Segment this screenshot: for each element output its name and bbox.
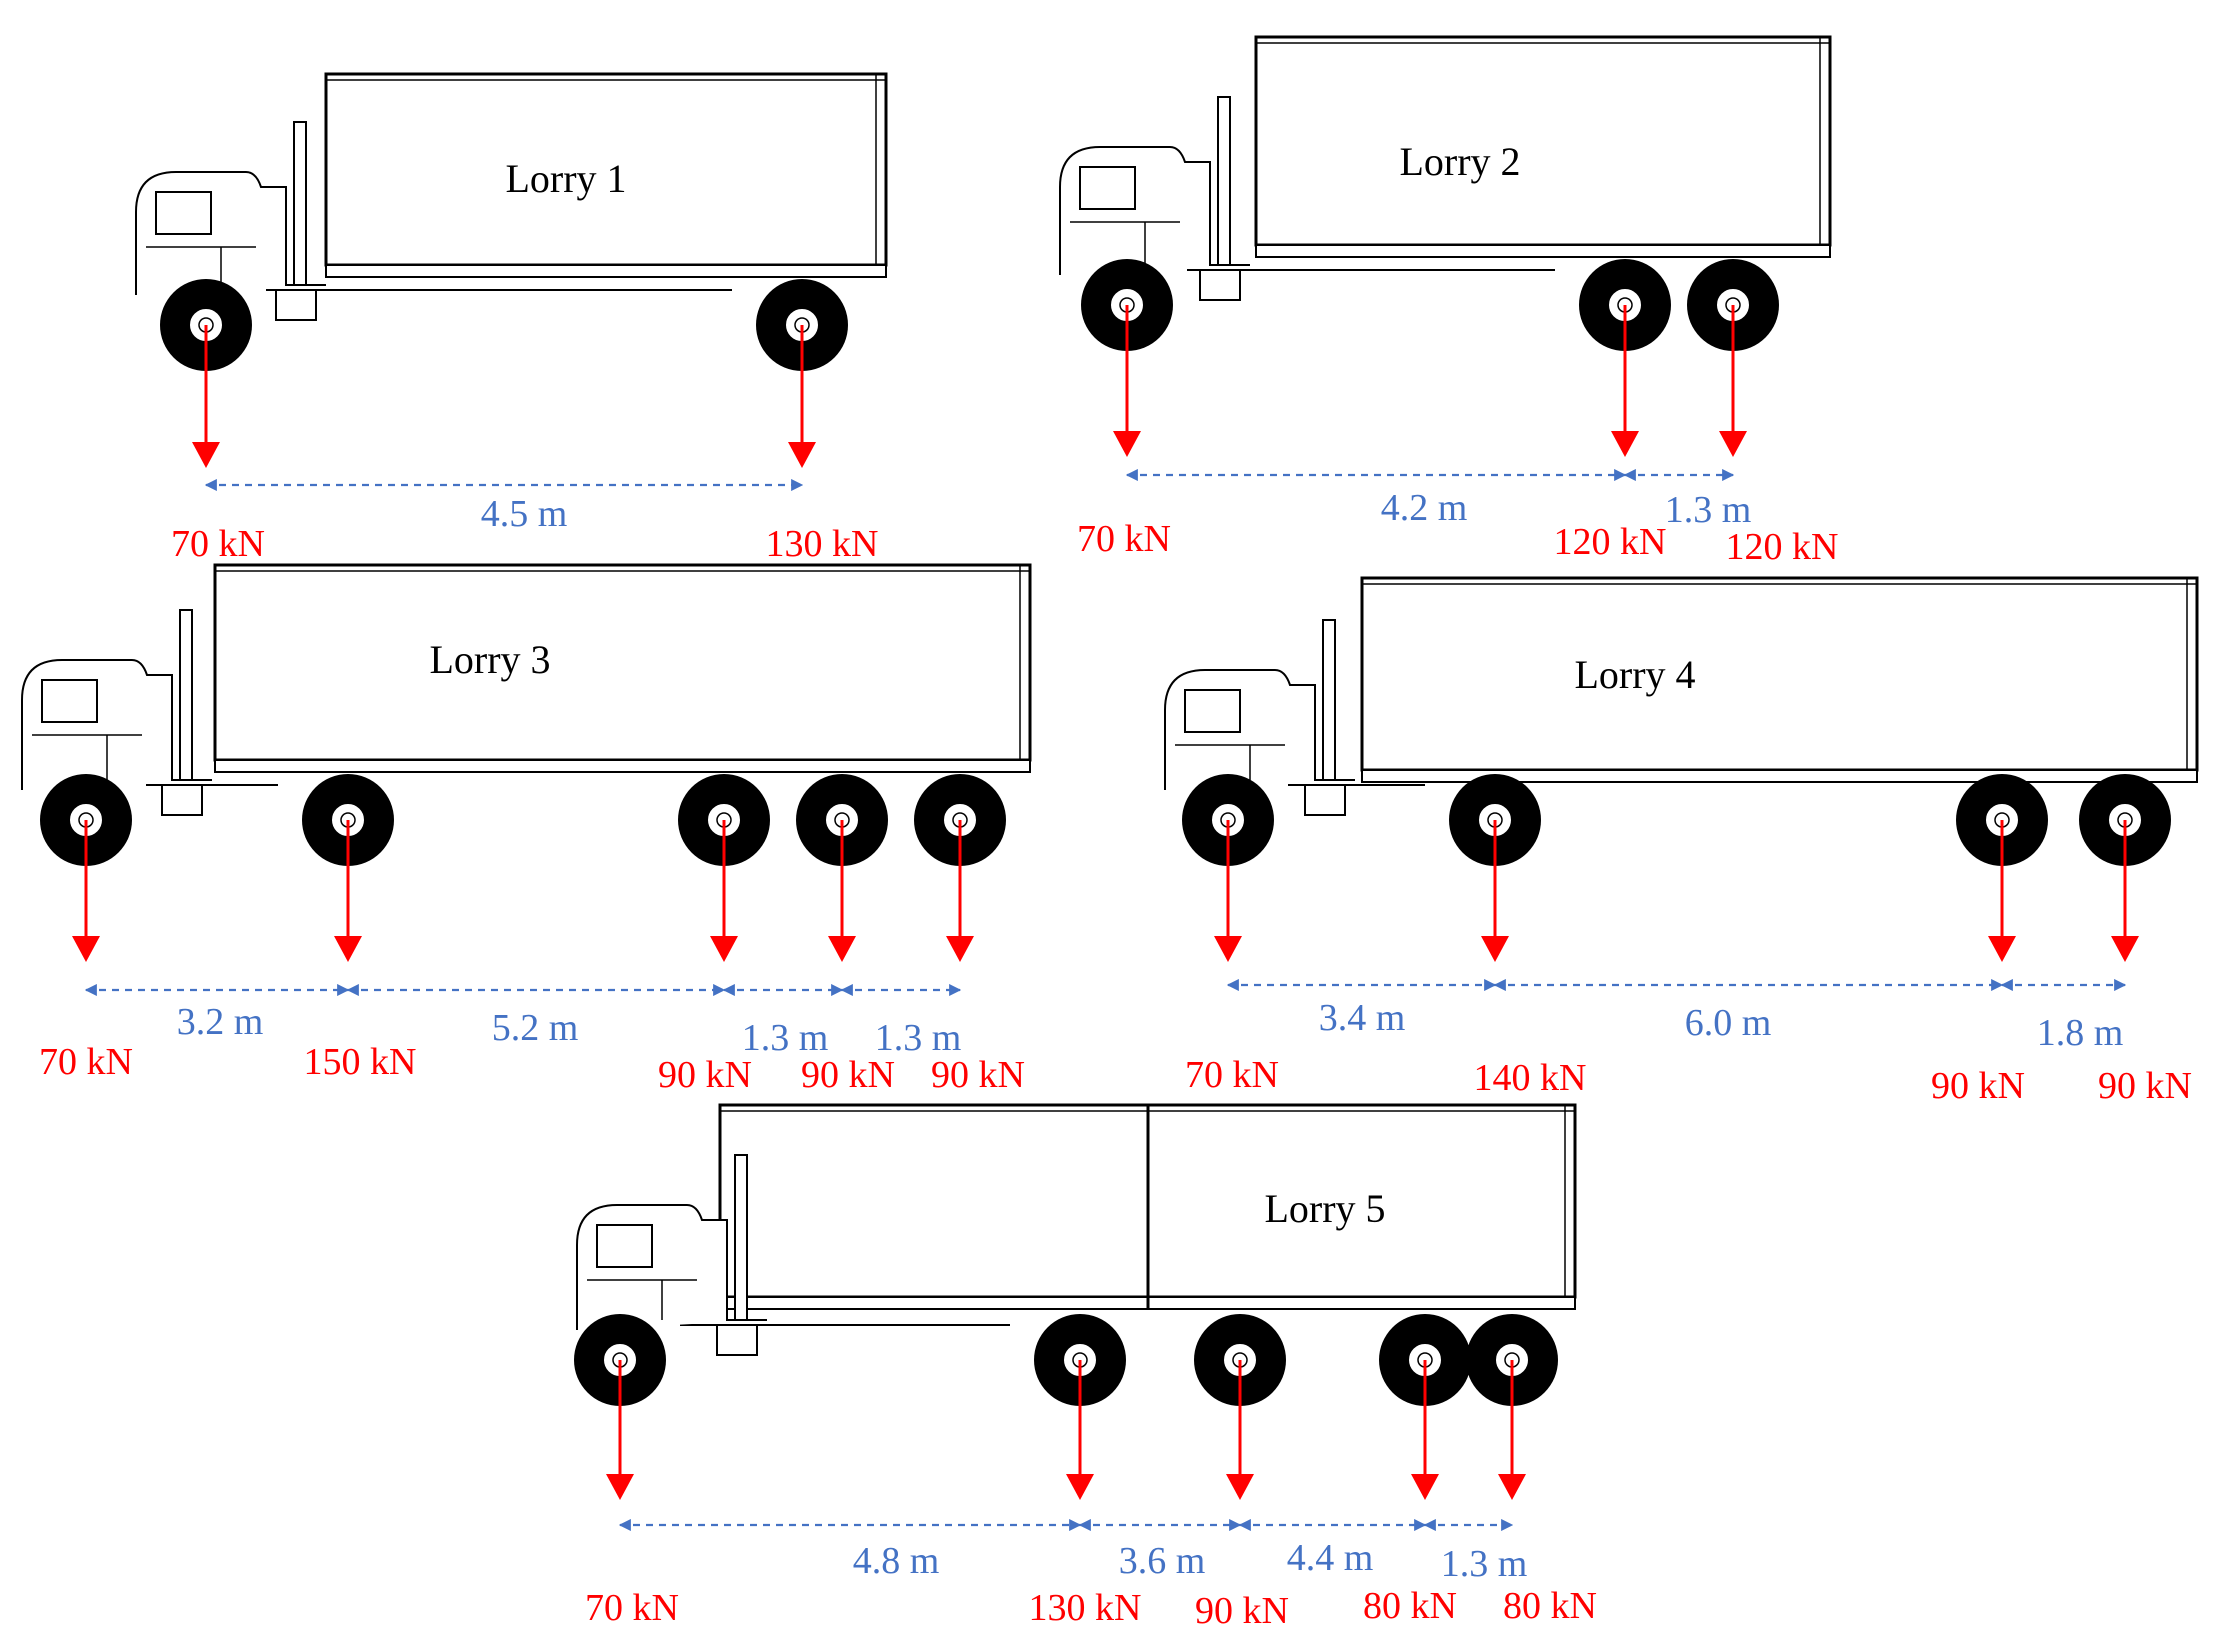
lorry-5: Lorry 5 70 kN 130 kN 90 kN 80 kN 80 kN 4.8 m 3.… <box>574 1103 1597 1632</box>
axle-load-label: 80 kN <box>1363 1585 1457 1627</box>
axle-load-label: 150 kN <box>304 1041 417 1083</box>
axle-load-label: 70 kN <box>585 1587 679 1629</box>
load-arrow-head <box>1411 1474 1439 1500</box>
axle-spacing-label: 4.2 m <box>1381 487 1468 529</box>
cab-outline <box>21 659 212 790</box>
axle-load-label: 90 kN <box>1931 1065 2025 1107</box>
load-arrow-head <box>1226 1474 1254 1500</box>
fuel-tank <box>1304 784 1346 816</box>
axle-spacing-label: 4.5 m <box>481 493 568 535</box>
fuel-tank <box>275 289 317 321</box>
axle-load-label: 80 kN <box>1503 1585 1597 1627</box>
axle-load-label: 70 kN <box>171 523 265 565</box>
axle-load-label: 70 kN <box>1185 1054 1279 1096</box>
cab-outline <box>1059 146 1250 275</box>
cargo-box <box>1254 35 1832 247</box>
cab-outline <box>1164 669 1355 790</box>
axle-spacing-label: 1.3 m <box>1665 489 1752 531</box>
lorry-3: Lorry 3 70 kN 150 kN 90 kN 90 kN 90 kN 3.2 m 5.… <box>21 563 1032 1096</box>
load-arrow-head <box>1113 431 1141 457</box>
cab-outline <box>135 171 326 295</box>
cab-window <box>1079 166 1136 210</box>
cab-window <box>155 191 212 235</box>
axle-load-label: 70 kN <box>39 1041 133 1083</box>
axle-spacing-label: 4.4 m <box>1287 1537 1374 1579</box>
axle-load-label: 90 kN <box>1195 1590 1289 1632</box>
lorry-title: Lorry 5 <box>1264 1186 1385 1231</box>
load-arrow-head <box>606 1474 634 1500</box>
exhaust-stack <box>293 121 307 286</box>
axle-load-label: 120 kN <box>1726 526 1839 568</box>
lorry-title: Lorry 3 <box>429 637 550 682</box>
axle-spacing-label: 4.8 m <box>853 1540 940 1582</box>
load-arrow-head <box>1066 1474 1094 1500</box>
load-arrow-head <box>334 936 362 962</box>
axle-spacing-label: 1.3 m <box>1441 1543 1528 1585</box>
axle-spacing-label: 3.6 m <box>1119 1540 1206 1582</box>
cargo-box <box>213 563 1032 762</box>
lorry-2: Lorry 2 70 kN 120 kN 120 kN 4.2 m 1.3 m <box>1059 35 1839 568</box>
lorry-title: Lorry 2 <box>1399 139 1520 184</box>
load-arrow-head <box>1611 431 1639 457</box>
load-arrow-head <box>192 442 220 468</box>
axle-load-label: 130 kN <box>1029 1587 1142 1629</box>
axle-load-label: 130 kN <box>766 523 879 565</box>
chassis-rail <box>325 264 887 278</box>
cab-window <box>41 679 98 723</box>
axle-spacing-label: 6.0 m <box>1685 1002 1772 1044</box>
fuel-tank <box>161 784 203 816</box>
load-arrow-head <box>1719 431 1747 457</box>
axle-spacing-label: 1.3 m <box>875 1017 962 1059</box>
load-arrow-head <box>1988 936 2016 962</box>
fuel-tank <box>1199 269 1241 301</box>
cab-outline <box>576 1204 767 1330</box>
cab-window <box>1184 689 1241 733</box>
axle-load-label: 140 kN <box>1474 1057 1587 1099</box>
lorry-4: Lorry 4 70 kN 140 kN 90 kN 90 kN 3.4 m 6.0 m 1.… <box>1164 576 2199 1107</box>
axle-load-label: 90 kN <box>2098 1065 2192 1107</box>
load-arrow-head <box>1214 936 1242 962</box>
axle-spacing-label: 3.2 m <box>177 1001 264 1043</box>
axle-spacing-label: 3.4 m <box>1319 997 1406 1039</box>
axle-load-label: 90 kN <box>931 1054 1025 1096</box>
axle-spacing-label: 1.3 m <box>742 1017 829 1059</box>
exhaust-stack <box>1322 619 1336 781</box>
load-arrow-head <box>946 936 974 962</box>
load-arrow-head <box>710 936 738 962</box>
axle-load-label: 90 kN <box>658 1054 752 1096</box>
cargo-box <box>324 72 888 267</box>
load-arrow-head <box>828 936 856 962</box>
load-arrow-head <box>1498 1474 1526 1500</box>
load-arrow-head <box>788 442 816 468</box>
load-arrow-head <box>72 936 100 962</box>
lorry-title: Lorry 4 <box>1574 652 1695 697</box>
axle-spacing-label: 5.2 m <box>492 1007 579 1049</box>
exhaust-stack <box>1217 96 1231 266</box>
fuel-tank <box>716 1324 758 1356</box>
exhaust-stack <box>734 1154 748 1321</box>
axle-load-label: 90 kN <box>801 1054 895 1096</box>
lorry-1: Lorry 1 70 kN 130 kN 4.5 m <box>135 72 888 565</box>
axle-load-label: 120 kN <box>1554 521 1667 563</box>
lorry-title: Lorry 1 <box>505 156 626 201</box>
exhaust-stack <box>179 609 193 781</box>
chassis-rail <box>1255 244 1831 258</box>
load-arrow-head <box>1481 936 1509 962</box>
axle-spacing-label: 1.8 m <box>2037 1012 2124 1054</box>
cargo-box <box>1360 576 2199 772</box>
load-arrow-head <box>2111 936 2139 962</box>
axle-load-label: 70 kN <box>1077 518 1171 560</box>
chassis-rail <box>214 759 1031 773</box>
cab-window <box>596 1224 653 1268</box>
